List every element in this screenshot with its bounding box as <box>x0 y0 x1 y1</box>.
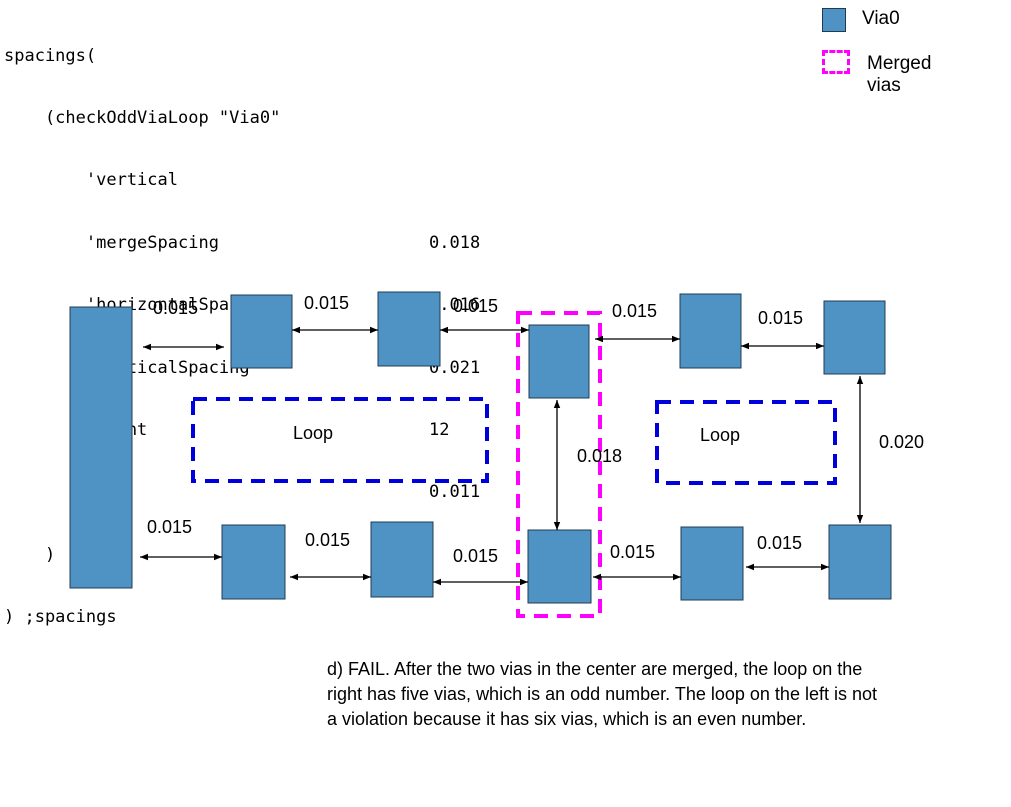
merged-vias-box <box>516 311 602 618</box>
via-bottom-1 <box>221 524 286 600</box>
spacing-label: 0.015 <box>153 298 198 318</box>
spacing-label: 0.018 <box>577 446 622 466</box>
spacing-label: 0.015 <box>612 301 657 321</box>
via-tall-left <box>69 306 133 589</box>
via-top-merged <box>528 324 590 399</box>
spacing-label: 0.015 <box>304 293 349 313</box>
legend-merged-label: Merged vias <box>867 53 932 96</box>
loop-right-label: Loop <box>700 425 740 445</box>
caption: d) FAIL. After the two vias in the cente… <box>327 659 877 729</box>
loop-left-box <box>191 397 489 483</box>
via-top-2 <box>377 291 441 367</box>
code-value: 0.016 <box>429 295 481 316</box>
spacing-label: 0.020 <box>879 432 924 452</box>
via-top-5 <box>823 300 886 375</box>
code-text: 'mergeSpacing <box>4 232 219 253</box>
code-text: 'vertical <box>4 170 178 191</box>
spacing-label: 0.015 <box>147 517 192 537</box>
code-text: ) <box>4 544 56 565</box>
loop-left-label: Loop <box>293 423 333 443</box>
via-bottom-4 <box>680 526 744 601</box>
code-line: (checkOddViaLoop "Via0" <box>4 108 280 129</box>
via-top-4 <box>679 293 742 369</box>
code-line: 'vertical <box>4 170 280 191</box>
loop-right-box <box>655 400 837 485</box>
code-text: ) ;spacings <box>4 607 117 628</box>
code-value: 12 <box>429 419 450 440</box>
spacing-label: 0.015 <box>453 296 498 316</box>
code-line: ) ;spacings <box>4 607 280 628</box>
via-top-1 <box>230 294 293 369</box>
via-bottom-5 <box>828 524 892 600</box>
via-bottom-merged <box>527 529 592 604</box>
spacing-label: 0.015 <box>305 530 350 550</box>
legend-via-swatch <box>822 8 846 32</box>
legend-merged-swatch <box>822 50 850 74</box>
code-value: 0.021 <box>429 357 481 378</box>
code-line: spacings( <box>4 46 280 67</box>
spacing-label: 0.015 <box>610 542 655 562</box>
spacing-label: 0.015 <box>758 308 803 328</box>
legend-via-label: Via0 <box>862 8 900 29</box>
code-text: (checkOddViaLoop "Via0" <box>4 107 281 128</box>
code-line: 'mergeSpacing 0.018 <box>4 232 480 254</box>
spacing-label: 0.015 <box>453 546 498 566</box>
code-value: 0.018 <box>429 232 481 253</box>
spacing-label: 0.015 <box>757 533 802 553</box>
via-bottom-2 <box>370 521 434 598</box>
code-line: ) <box>4 545 280 566</box>
code-text: spacings( <box>4 45 97 66</box>
code-value: 0.011 <box>429 482 481 503</box>
